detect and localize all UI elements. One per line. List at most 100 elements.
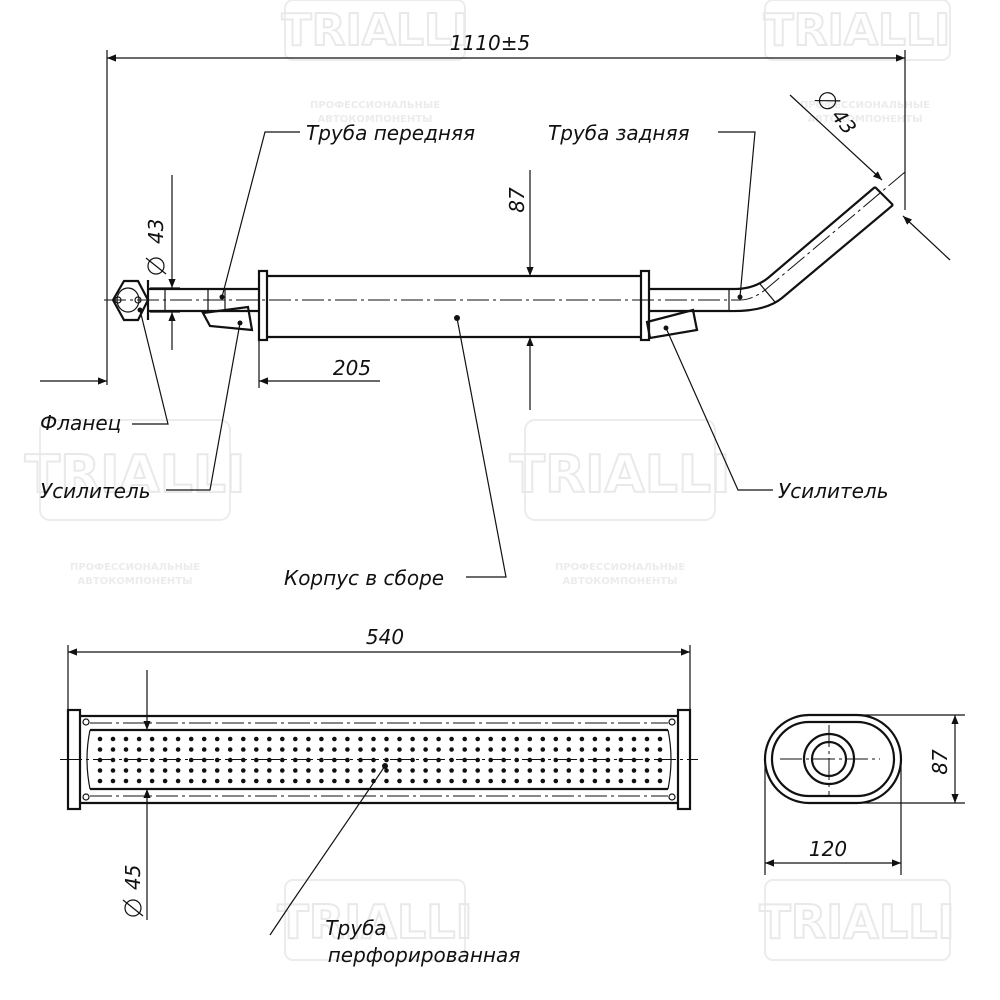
perforation-hole — [241, 778, 246, 784]
perforation-hole — [384, 778, 389, 784]
perforation-hole — [371, 736, 376, 742]
perforation-hole — [566, 768, 572, 773]
perforation-hole — [371, 768, 376, 773]
perforation-hole — [253, 747, 259, 752]
perforation-hole — [280, 768, 285, 773]
perforation-hole — [175, 736, 181, 742]
perforation-hole — [201, 778, 207, 784]
perforation-hole — [136, 757, 142, 763]
perforation-hole — [436, 747, 441, 752]
perforation-hole — [605, 757, 611, 763]
body-height-dimension: 87 — [505, 170, 640, 410]
perforation-hole — [149, 747, 155, 752]
perforation-hole — [410, 747, 415, 752]
perforation-hole — [241, 768, 246, 773]
perforation-hole — [423, 747, 428, 752]
perforation-hole — [214, 778, 220, 784]
perforation-hole — [618, 747, 624, 752]
perforation-hole — [449, 736, 454, 742]
perforation-hole — [397, 768, 402, 773]
callout-flange: Фланец — [40, 307, 169, 435]
perforation-hole — [475, 757, 481, 763]
perforation-hole — [410, 736, 415, 742]
section-height-dimension: 87 — [840, 714, 965, 804]
perforation-hole — [280, 747, 285, 752]
perforation-hole — [488, 757, 494, 763]
perforation-hole — [97, 768, 103, 773]
perforation-hole — [319, 778, 324, 784]
perforation-hole — [657, 778, 663, 784]
perforation-hole — [319, 768, 324, 773]
perforation-hole — [592, 768, 598, 773]
perforation-hole — [175, 778, 181, 784]
perforation-hole — [618, 768, 624, 773]
perforation-hole — [605, 747, 611, 752]
front-pipe-diameter-dimension: 43 — [144, 175, 180, 350]
perforation-hole — [293, 747, 298, 752]
perforation-hole — [345, 757, 350, 763]
section-width-value: 120 — [809, 837, 847, 861]
perforation-hole — [592, 757, 598, 763]
perforation-hole — [149, 736, 155, 742]
perforation-hole — [514, 778, 519, 784]
perforation-hole — [149, 768, 155, 773]
perforation-hole — [384, 736, 389, 742]
perforation-hole — [280, 757, 285, 763]
perforation-hole — [188, 757, 194, 763]
svg-text:TRIALLI: TRIALLI — [764, 5, 951, 56]
perforation-hole — [501, 736, 507, 742]
perforation-hole — [553, 768, 559, 773]
perforation-hole — [149, 778, 155, 784]
muffler-body-shape — [257, 269, 651, 342]
perforation-hole — [319, 747, 324, 752]
perforation-hole — [488, 736, 494, 742]
perforation-hole — [175, 768, 181, 773]
perforation-hole — [397, 757, 402, 763]
perforation-hole — [579, 757, 585, 763]
perforation-hole — [110, 736, 116, 742]
perforation-hole — [436, 736, 441, 742]
perforation-hole — [566, 736, 572, 742]
svg-text:АВТОКОМПОНЕНТЫ: АВТОКОМПОНЕНТЫ — [808, 114, 923, 125]
watermark-mid-right: TRIALLI ПРОФЕССИОНАЛЬНЫЕ АВТОКОМПОНЕНТЫ — [509, 419, 731, 587]
perforation-hole — [162, 736, 168, 742]
perforation-hole — [214, 747, 220, 752]
perforation-hole — [423, 768, 428, 773]
perforation-hole — [371, 757, 376, 763]
perforation-hole — [501, 778, 507, 784]
svg-text:TRIALLI: TRIALLI — [510, 445, 731, 505]
perforation-hole — [384, 768, 389, 773]
perforation-holes — [97, 736, 663, 784]
perforation-hole — [280, 778, 285, 784]
perforation-hole — [449, 778, 454, 784]
rear-pipe-diameter-dimension: 43 — [789, 92, 951, 261]
perforation-hole — [253, 757, 259, 763]
svg-text:ПРОФЕССИОНАЛЬНЫЕ: ПРОФЕССИОНАЛЬНЫЕ — [800, 100, 930, 111]
perforation-hole — [631, 778, 637, 784]
perforation-hole — [293, 768, 298, 773]
perforation-hole — [227, 768, 233, 773]
perforation-hole — [136, 747, 142, 752]
perforated-pipe-label-line1: Труба — [325, 916, 386, 940]
perforation-hole — [227, 747, 233, 752]
front-pipe-label: Труба передняя — [306, 121, 475, 145]
perforation-hole — [540, 747, 546, 752]
perforation-hole — [462, 778, 468, 784]
perforation-hole — [527, 757, 533, 763]
perforation-hole — [501, 768, 507, 773]
front-offset-value: 205 — [333, 356, 371, 380]
perforation-hole — [136, 736, 142, 742]
svg-text:АВТОКОМПОНЕНТЫ: АВТОКОМПОНЕНТЫ — [563, 576, 678, 587]
perforation-hole — [657, 757, 663, 763]
perforation-hole — [345, 778, 350, 784]
svg-text:TRIALLI: TRIALLI — [282, 5, 469, 56]
perforation-hole — [97, 757, 103, 763]
perforation-hole — [449, 747, 454, 752]
perforation-hole — [631, 757, 637, 763]
svg-text:ПРОФЕССИОНАЛЬНЫЕ: ПРОФЕССИОНАЛЬНЫЕ — [70, 562, 200, 573]
perforation-hole — [188, 778, 194, 784]
perforation-hole — [475, 768, 481, 773]
perforation-hole — [514, 757, 519, 763]
perforation-hole — [527, 778, 533, 784]
perforation-hole — [436, 768, 441, 773]
